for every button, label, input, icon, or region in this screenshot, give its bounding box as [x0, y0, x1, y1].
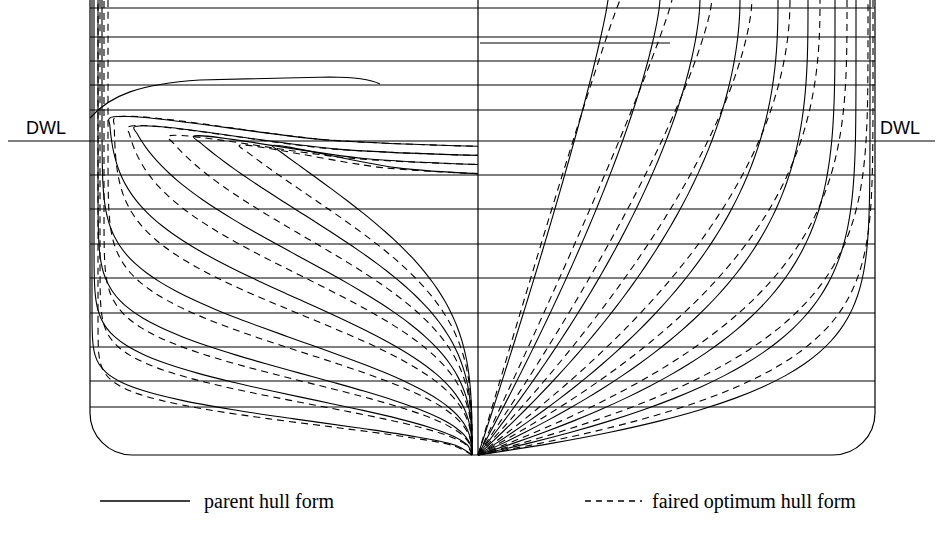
deck-line: [480, 42, 670, 43]
waterline: [90, 313, 875, 314]
optimum-station: [127, 125, 478, 455]
legend-sample: [100, 500, 190, 501]
midship-section: [90, 0, 478, 455]
waterline: [90, 110, 875, 111]
optimum-station: [478, 0, 847, 455]
body-plan-frame: [8, 0, 935, 455]
optimum-station: [478, 0, 873, 455]
legend-samples: [100, 500, 642, 501]
dwl-mark: [875, 140, 935, 141]
waterline: [90, 407, 875, 408]
parent-station: [478, 0, 856, 455]
optimum-station: [98, 0, 472, 455]
optimum-station: [478, 0, 790, 455]
parent-station: [98, 0, 472, 455]
waterline: [90, 278, 875, 279]
parent-station: [478, 0, 778, 455]
parent-station: [92, 0, 472, 455]
parent-station: [109, 116, 478, 455]
centre-line: [477, 0, 478, 455]
waterlines: [90, 8, 875, 407]
optimum-station: [239, 145, 478, 455]
waterline: [90, 141, 875, 142]
parent-station: [134, 126, 478, 455]
station-lines: [92, 0, 873, 455]
parent-station: [102, 0, 472, 455]
legend-text: faired optimum hull form: [652, 490, 856, 513]
optimum-station: [168, 135, 478, 455]
waterline: [90, 347, 875, 348]
legend-text: parent hull form: [204, 490, 334, 513]
parent-station: [193, 136, 478, 455]
waterline: [90, 209, 875, 210]
waterline: [90, 61, 875, 62]
waterline: [90, 381, 875, 382]
optimum-station: [108, 0, 472, 455]
deck-edge: [90, 77, 380, 118]
optimum-station: [478, 0, 712, 455]
parent-station: [478, 0, 660, 455]
parent-station: [478, 0, 870, 455]
waterline-label: DWL: [880, 118, 920, 139]
optimum-station: [113, 116, 478, 455]
waterline-label: DWL: [26, 118, 66, 139]
parent-station: [478, 0, 835, 455]
waterline: [90, 85, 875, 86]
optimum-station: [100, 0, 472, 455]
parent-station: [94, 0, 472, 455]
waterline: [90, 37, 875, 38]
parent-station: [478, 0, 700, 455]
midship-section: [478, 0, 875, 455]
optimum-station: [478, 0, 620, 455]
optimum-station: [478, 0, 868, 455]
dwl-mark: [8, 140, 90, 141]
waterline: [90, 8, 875, 9]
legend-sample: [585, 500, 642, 501]
parent-station: [272, 145, 478, 455]
